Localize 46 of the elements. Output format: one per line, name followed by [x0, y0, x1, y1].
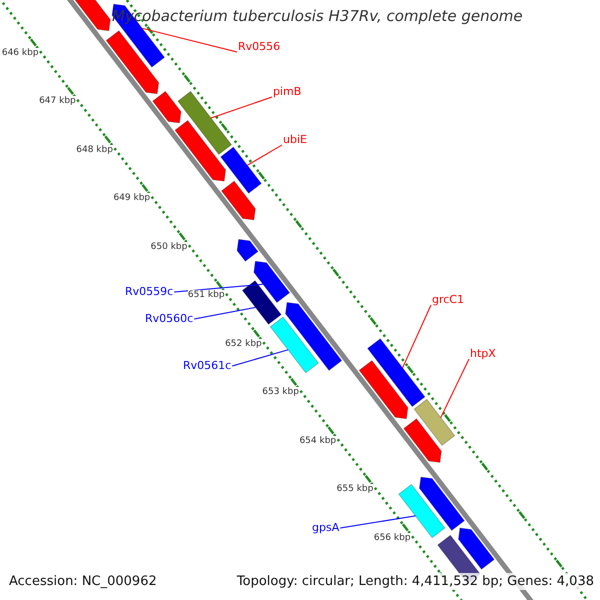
leader-line	[142, 28, 238, 52]
gene-label: grcC1	[432, 293, 464, 306]
gene-label: Rv0560c	[145, 312, 194, 325]
tick-label: 651 kbp	[188, 290, 225, 302]
pointed-gene-block	[458, 528, 495, 570]
pointed-gene-block	[285, 302, 342, 371]
pointed-gene-block	[236, 238, 259, 262]
gene-block	[177, 90, 232, 155]
tick-label: 647 kbp	[39, 96, 76, 108]
tick-label: 652 kbp	[225, 338, 262, 350]
gene-block	[367, 338, 426, 408]
gene-label: Rv0556	[238, 40, 280, 53]
leader-line	[340, 515, 416, 528]
pointed-gene-block	[418, 476, 465, 531]
gene-label: htpX	[470, 347, 496, 360]
tick-label: 655 kbp	[336, 484, 374, 496]
leader-line	[440, 358, 470, 418]
pointed-gene-block	[358, 360, 408, 420]
gene-block	[414, 398, 456, 446]
gene-label: ubiE	[283, 133, 307, 146]
leader-line	[246, 144, 282, 166]
tick-label: 653 kbp	[262, 387, 299, 398]
pointed-gene-block	[152, 90, 182, 124]
tick-label: 648 kbp	[76, 144, 113, 156]
pointed-gene-block	[220, 180, 256, 220]
leader-line	[232, 349, 288, 366]
gene-block	[242, 280, 282, 325]
gene-label: gpsA	[312, 521, 340, 534]
gene-label: pimB	[273, 85, 302, 98]
pointed-gene-block	[253, 260, 290, 304]
leader-line	[210, 96, 272, 118]
tick-label: 656 kbp	[374, 532, 411, 544]
gene-label: Rv0561c	[183, 359, 232, 372]
leader-line	[402, 304, 432, 368]
pointed-gene-block	[403, 418, 442, 463]
leader-line	[194, 306, 256, 320]
tick-label: 649 kbp	[113, 193, 150, 204]
pointed-gene-block	[106, 30, 160, 94]
gene-label: Rv0559c	[125, 285, 174, 298]
leader-line	[174, 284, 264, 292]
tick-label: 650 kbp	[150, 242, 188, 253]
gene-block	[270, 316, 319, 374]
pointed-gene-block	[174, 120, 226, 182]
tick-label: 646 kbp	[2, 48, 39, 59]
tick-label: 654 kbp	[299, 436, 336, 447]
gene-block	[220, 146, 262, 194]
